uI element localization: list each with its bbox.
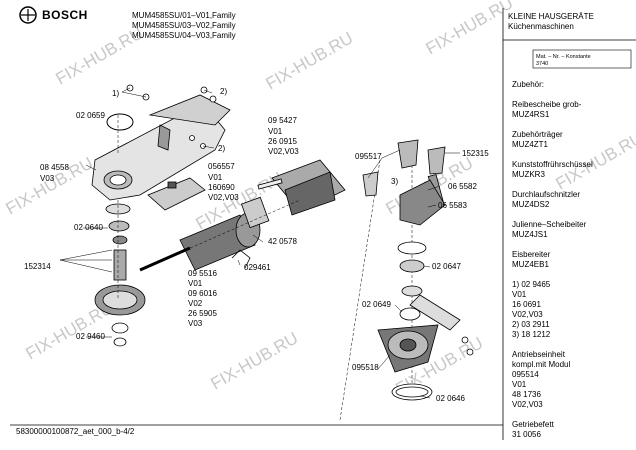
mat-label: Mat. – Nr. – Konstante bbox=[536, 54, 591, 60]
part-label: 09 6016 bbox=[188, 289, 217, 298]
part-label: 152314 bbox=[24, 262, 51, 271]
part-label: V03 bbox=[40, 174, 55, 183]
model-line: MUM4585SU/04–V03,Family bbox=[132, 31, 236, 40]
accessory-list-line: Zubehör: bbox=[512, 80, 545, 89]
part-label: 26 5905 bbox=[188, 309, 217, 318]
part-label: 152315 bbox=[462, 149, 489, 158]
part-label: V01 bbox=[188, 279, 203, 288]
accessory-list-line: V01 bbox=[512, 380, 527, 389]
part-label: V01 bbox=[268, 127, 283, 136]
watermark: FIX-HUB.RU bbox=[423, 0, 517, 58]
accessory-list-line: 1) 02 9465 bbox=[512, 280, 551, 289]
model-line: MUM4585SU/03–V02,Family bbox=[132, 21, 236, 30]
part-label: 056557 bbox=[208, 162, 235, 171]
part-label: 160690 bbox=[208, 183, 235, 192]
accessory-list-line bbox=[512, 340, 632, 350]
leader-lines bbox=[367, 149, 460, 399]
accessory-list-line: kompl.mit Modul bbox=[512, 360, 571, 369]
circuit-board bbox=[147, 177, 206, 211]
part-label: 06 5583 bbox=[438, 201, 467, 210]
accessory-list-line: Eisbereiter bbox=[512, 250, 551, 259]
accessory-list-line: Antriebseinheit bbox=[512, 350, 565, 359]
accessory-list-line: MUZ4EB1 bbox=[512, 260, 549, 269]
accessory-list-line bbox=[512, 120, 632, 130]
accessory-list-line: 31 0056 bbox=[512, 430, 541, 439]
category-label: KLEINE HAUSGERÄTE bbox=[508, 12, 594, 21]
accessory-list-line: V02,V03 bbox=[512, 400, 543, 409]
clip-part bbox=[231, 249, 251, 269]
part-label: 3) bbox=[391, 177, 399, 186]
accessory-list-line bbox=[512, 180, 632, 190]
part-label: 02 0649 bbox=[362, 300, 391, 309]
accessory-list-line: Getriebefett bbox=[512, 420, 554, 429]
motor-housing bbox=[91, 94, 231, 201]
part-label: 02 0659 bbox=[76, 111, 105, 120]
leader-lines bbox=[59, 87, 264, 338]
accessory-list-line: MUZKR3 bbox=[512, 170, 545, 179]
accessory-list-line: 48 1736 bbox=[512, 390, 541, 399]
part-label: V03 bbox=[188, 319, 203, 328]
part-label: 02 0646 bbox=[436, 394, 465, 403]
part-label: 02 0647 bbox=[432, 262, 461, 271]
seal-ring bbox=[106, 113, 134, 131]
part-label: 1) bbox=[112, 89, 120, 98]
accessory-list-line bbox=[512, 90, 632, 100]
part-label: V02,V03 bbox=[268, 147, 299, 156]
part-label: 26 0915 bbox=[268, 137, 297, 146]
part-label: V01 bbox=[208, 173, 223, 182]
part-label: 09 5427 bbox=[268, 116, 297, 125]
part-label: 42 0578 bbox=[268, 237, 297, 246]
accessory-list-line bbox=[512, 240, 632, 250]
accessory-list-line: V01 bbox=[512, 290, 527, 299]
part-label: V02 bbox=[188, 299, 203, 308]
model-list: MUM4585SU/01–V01,Family MUM4585SU/03–V02… bbox=[132, 11, 236, 41]
document-id: 58300000100872_aet_000_b-4/2 bbox=[16, 427, 135, 436]
watermark: FIX-HUB.RU bbox=[208, 328, 302, 393]
accessory-list-line: V02,V03 bbox=[512, 310, 543, 319]
part-label: 095517 bbox=[355, 152, 382, 161]
bosch-logo-icon bbox=[19, 6, 37, 24]
accessory-list-line: Kunststoffrührschüssel bbox=[512, 160, 593, 169]
accessory-list: Zubehör: Reibescheibe grob-MUZ4RS1 Zubeh… bbox=[512, 80, 632, 440]
accessory-list-line bbox=[512, 270, 632, 280]
part-label: 2) bbox=[220, 87, 228, 96]
accessory-list-line bbox=[512, 150, 632, 160]
mount-bracket bbox=[257, 159, 346, 216]
model-line: MUM4585SU/01–V01,Family bbox=[132, 11, 236, 20]
category-heading: KLEINE HAUSGERÄTE Küchenmaschinen bbox=[508, 12, 594, 32]
accessory-list-line: 095514 bbox=[512, 370, 539, 379]
brand-title: BOSCH bbox=[42, 8, 88, 22]
accessory-list-line: 16 0691 bbox=[512, 300, 541, 309]
accessory-list-line: Zubehörträger bbox=[512, 130, 563, 139]
attachment-blades bbox=[362, 139, 474, 401]
accessory-list-line: Reibescheibe grob- bbox=[512, 100, 582, 109]
accessory-list-line bbox=[512, 210, 632, 220]
subcategory-label: Küchenmaschinen bbox=[508, 22, 574, 31]
part-label: 09 5516 bbox=[188, 269, 217, 278]
part-label: 2) bbox=[218, 144, 226, 153]
accessory-list-line: Julienne–Scheibeiter bbox=[512, 220, 587, 229]
accessory-list-line bbox=[512, 410, 632, 420]
part-label: 08 4558 bbox=[40, 163, 69, 172]
part-label: 029461 bbox=[244, 263, 271, 272]
accessory-list-line: MUZ4JS1 bbox=[512, 230, 548, 239]
part-label: 095518 bbox=[352, 363, 379, 372]
watermark: FIX-HUB.RU bbox=[263, 28, 357, 93]
part-label: 02 0640 bbox=[74, 223, 103, 232]
mat-box bbox=[532, 49, 632, 69]
accessory-list-line: MUZ4DS2 bbox=[512, 200, 550, 209]
mat-value: 3740 bbox=[536, 60, 549, 67]
part-label: 02 9460 bbox=[76, 332, 105, 341]
accessory-list-line: 2) 03 2911 bbox=[512, 320, 550, 329]
accessory-list-line: 3) 18 1212 bbox=[512, 330, 551, 339]
part-label: V02,V03 bbox=[208, 193, 239, 202]
accessory-list-line: MUZ4RS1 bbox=[512, 110, 550, 119]
gear-icon bbox=[94, 203, 146, 347]
mat-number-block: Mat. – Nr. – Konstante 3740 bbox=[536, 54, 591, 67]
accessory-list-line: MUZ4ZT1 bbox=[512, 140, 548, 149]
part-label: 06 5582 bbox=[448, 182, 477, 191]
accessory-list-line: Durchlaufschnitzler bbox=[512, 190, 581, 199]
